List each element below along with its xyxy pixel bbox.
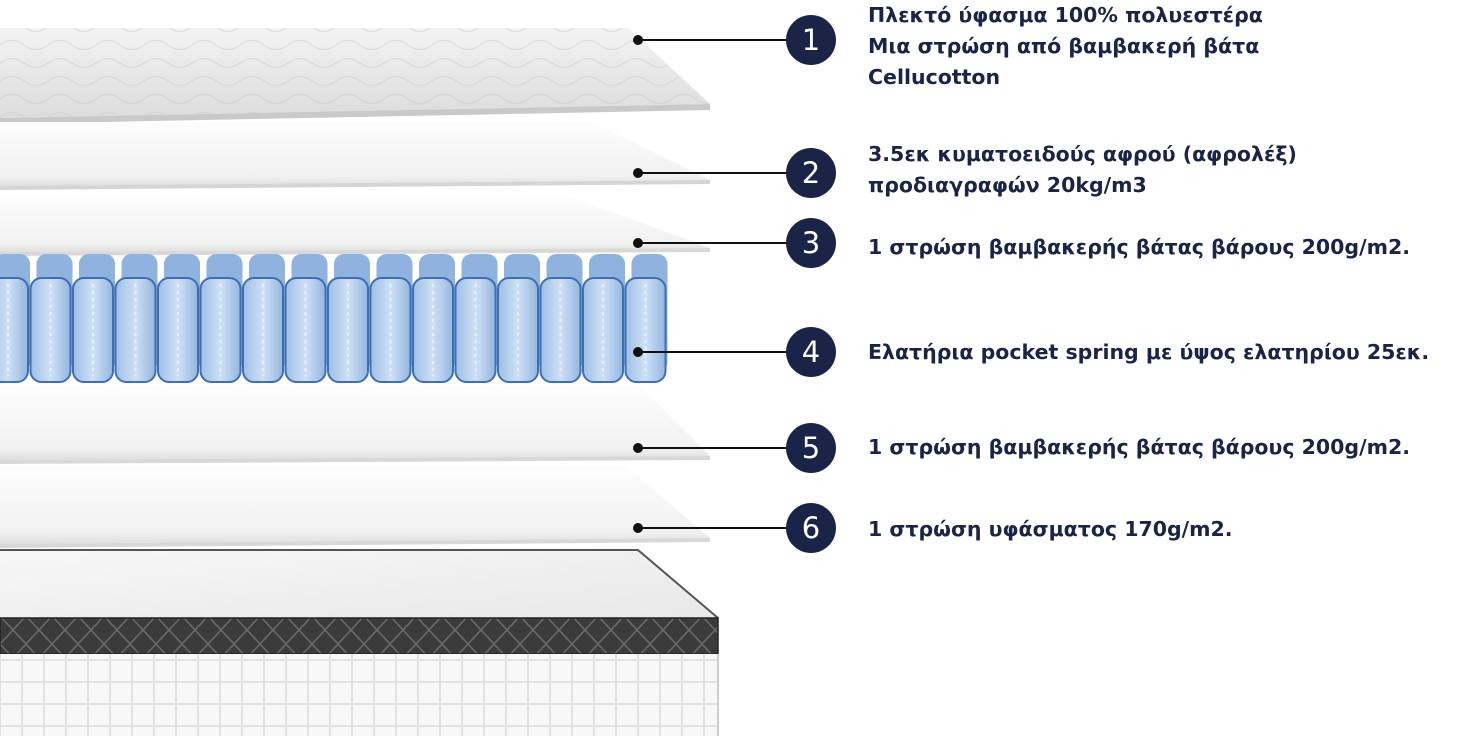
spring-pocket: [242, 277, 284, 383]
layer-3-cotton-sheet: [0, 196, 710, 256]
spring-pocket: [497, 277, 539, 383]
layer-description-line: 1 στρώση βαμβακερής βάτας βάρους 200g/m2…: [868, 435, 1410, 459]
layer-number-badge: 3: [786, 218, 836, 268]
spring-pocket: [454, 277, 497, 383]
layer-description-line: προδιαγραφών 20kg/m3: [868, 173, 1147, 197]
spring-pocket: [114, 277, 157, 383]
spring-pocket: [29, 277, 72, 383]
spring-pocket: [412, 277, 454, 383]
layer-description: 1 στρώση υφάσματος 170g/m2.: [868, 514, 1460, 545]
spring-pocket: [327, 277, 369, 383]
layer-2-foam-sheet: [0, 122, 710, 190]
layer-6-fabric-sheet: [0, 466, 710, 548]
layer-description: 1 στρώση βαμβακερής βάτας βάρους 200g/m2…: [868, 232, 1460, 263]
layer-number-badge: 4: [786, 327, 836, 377]
mattress-base: [0, 549, 719, 736]
layer-5-cotton-sheet: [0, 386, 710, 464]
layer-number-badge: 5: [786, 423, 836, 473]
spring-pocket: [0, 277, 29, 383]
spring-pocket: [369, 277, 412, 383]
layer-description-line: 3.5εκ κυματοειδούς αφρού (αφρολέξ): [868, 142, 1297, 166]
spring-pocket: [199, 277, 242, 383]
layer-description-line: 1 στρώση βαμβακερής βάτας βάρους 200g/m2…: [868, 235, 1410, 259]
layer-description-line: Πλεκτό ύφασμα 100% πολυεστέρα: [868, 3, 1263, 27]
layer-description-line: Cellucotton: [868, 65, 1001, 89]
layer-description: 1 στρώση βαμβακερής βάτας βάρους 200g/m2…: [868, 432, 1460, 463]
spring-pocket: [157, 277, 199, 383]
layer-description: Ελατήρια pocket spring με ύψος ελατηρίου…: [868, 337, 1460, 368]
layer-description-line: 1 στρώση υφάσματος 170g/m2.: [868, 517, 1233, 541]
callout-leader-line: [638, 351, 786, 353]
layer-1-top-cover: [0, 28, 710, 124]
layer-number-badge: 2: [786, 148, 836, 198]
callout-leader-line: [638, 447, 786, 449]
layer-description-line: Μια στρώση από βαμβακερή βάτα: [868, 34, 1260, 58]
layer-4-pocket-springs: [0, 254, 668, 383]
layer-number-badge: 1: [786, 15, 836, 65]
spring-pocket: [284, 277, 327, 383]
spring-pocket: [539, 277, 582, 383]
callout-leader-line: [638, 242, 786, 244]
layer-description: 3.5εκ κυματοειδούς αφρού (αφρολέξ) προδια…: [868, 139, 1460, 201]
layer-number-badge: 6: [786, 503, 836, 553]
mattress-illustration: [0, 28, 719, 736]
spring-pocket: [582, 277, 624, 383]
callout-leader-line: [638, 527, 786, 529]
callout-leader-line: [638, 172, 786, 174]
callout-leader-line: [638, 39, 786, 41]
layer-description-line: Ελατήρια pocket spring με ύψος ελατηρίου…: [868, 340, 1430, 364]
spring-pocket: [72, 277, 114, 383]
